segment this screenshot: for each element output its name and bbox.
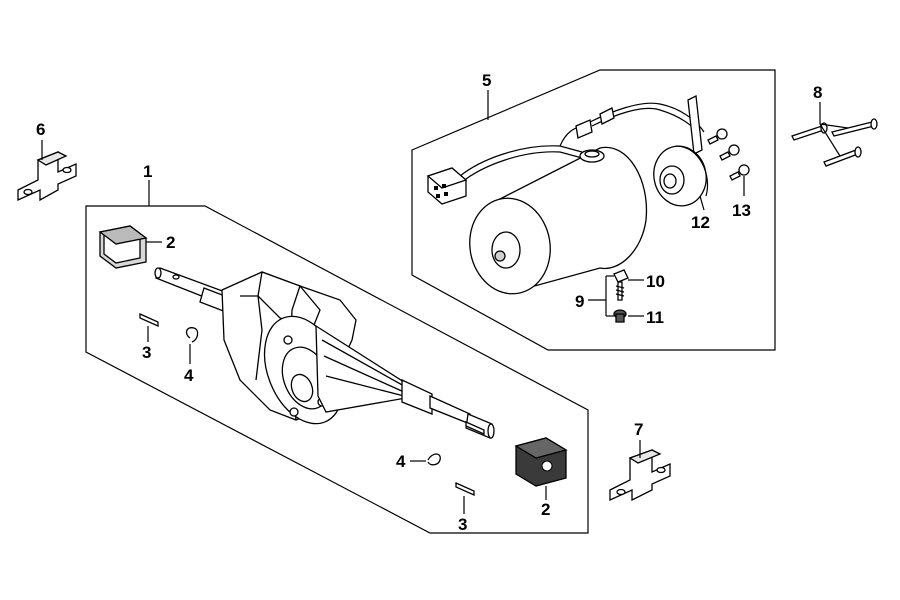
bolts-part-8 <box>791 118 878 167</box>
clip-part-4-bottom <box>427 453 441 466</box>
callout-2-top: 2 <box>166 233 175 252</box>
brush-set-part-9 <box>613 269 629 323</box>
callout-7: 7 <box>634 420 643 439</box>
leader-lines <box>41 90 849 514</box>
callout-10: 10 <box>646 272 665 291</box>
clip-part-4-top <box>185 327 199 343</box>
callout-11: 11 <box>646 308 664 327</box>
transmission-group-frame <box>85 205 589 534</box>
callout-4-top: 4 <box>184 366 194 385</box>
bushing-part-2-bottom <box>514 437 568 487</box>
callout-3-bottom: 3 <box>458 515 467 534</box>
callout-12: 12 <box>691 213 710 232</box>
callout-6: 6 <box>36 120 45 139</box>
callout-8: 8 <box>813 83 822 102</box>
brake-part-12 <box>653 95 708 207</box>
screws-part-13 <box>707 128 750 181</box>
callout-4-bottom: 4 <box>396 452 406 471</box>
callout-2-bottom: 2 <box>541 500 550 519</box>
callout-labels: 1 2 3 4 4 3 2 6 7 5 8 9 10 11 12 13 <box>36 71 822 534</box>
callout-9: 9 <box>575 292 584 311</box>
bushing-part-2-top <box>98 225 148 269</box>
bracket-part-6 <box>17 151 77 202</box>
motor-group-frame <box>411 69 776 351</box>
callout-13: 13 <box>732 201 751 220</box>
callout-5: 5 <box>482 71 491 90</box>
key-part-3-top <box>139 312 159 328</box>
callout-3-top: 3 <box>142 343 151 362</box>
bracket-part-7 <box>609 449 671 502</box>
callout-1: 1 <box>143 162 152 181</box>
key-part-3-bottom <box>455 481 475 497</box>
transmission-part-1 <box>154 267 495 439</box>
motor-part-5 <box>426 102 705 295</box>
